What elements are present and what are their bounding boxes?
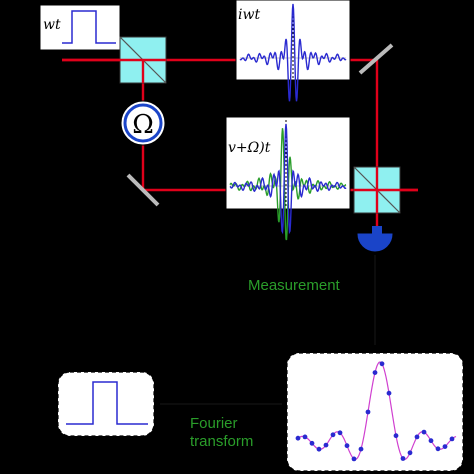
reference-wave-panel: iwt bbox=[235, 0, 351, 102]
measured-point bbox=[407, 450, 413, 456]
measured-point bbox=[449, 436, 455, 442]
shifted-wave-blue bbox=[229, 123, 347, 235]
result-panel bbox=[286, 352, 464, 472]
measured-point bbox=[337, 430, 343, 436]
beamsplitter-output bbox=[353, 166, 418, 214]
recovered-pulse-panel bbox=[57, 371, 155, 437]
measured-point bbox=[414, 434, 420, 440]
measured-point bbox=[400, 456, 406, 461]
mirror-top-right bbox=[358, 43, 394, 75]
measured-point bbox=[442, 444, 448, 449]
measured-points bbox=[295, 361, 455, 462]
measured-point bbox=[393, 433, 399, 439]
measured-point bbox=[330, 432, 336, 438]
measured-point bbox=[309, 440, 315, 446]
fourier-label-line2: transform bbox=[190, 433, 253, 450]
beamsplitter-input bbox=[62, 36, 167, 84]
measured-point bbox=[323, 442, 329, 448]
mirror-bottom-left bbox=[126, 173, 160, 207]
measured-point bbox=[302, 434, 308, 440]
measured-point bbox=[295, 435, 301, 441]
frequency-shifter: Ω bbox=[120, 100, 166, 146]
measured-point bbox=[358, 446, 364, 452]
shifted-wave-panel: v+Ω)t bbox=[225, 116, 351, 241]
measurement-label: Measurement bbox=[248, 277, 341, 294]
measured-point bbox=[435, 446, 441, 452]
reference-wave-label: iwt bbox=[238, 7, 260, 23]
measured-point bbox=[379, 361, 385, 367]
measured-point bbox=[316, 446, 322, 452]
measured-point bbox=[365, 409, 371, 415]
measured-point bbox=[421, 429, 427, 435]
fourier-label-line1: Fourier bbox=[190, 415, 238, 432]
input-square-pulse bbox=[62, 10, 116, 44]
shifted-wave-label: v+Ω)t bbox=[228, 140, 271, 156]
fit-curve bbox=[297, 361, 457, 461]
measured-point bbox=[386, 390, 392, 396]
measured-point bbox=[428, 438, 434, 444]
input-pulse-label: wt bbox=[43, 17, 61, 33]
reference-wave-curve bbox=[239, 3, 347, 102]
measured-point bbox=[372, 370, 378, 375]
input-pulse-panel: wt bbox=[39, 4, 121, 51]
recovered-square-pulse bbox=[66, 381, 148, 425]
detector bbox=[357, 226, 393, 252]
omega-symbol: Ω bbox=[132, 110, 154, 140]
measured-point bbox=[351, 456, 357, 462]
measured-point bbox=[344, 443, 350, 449]
